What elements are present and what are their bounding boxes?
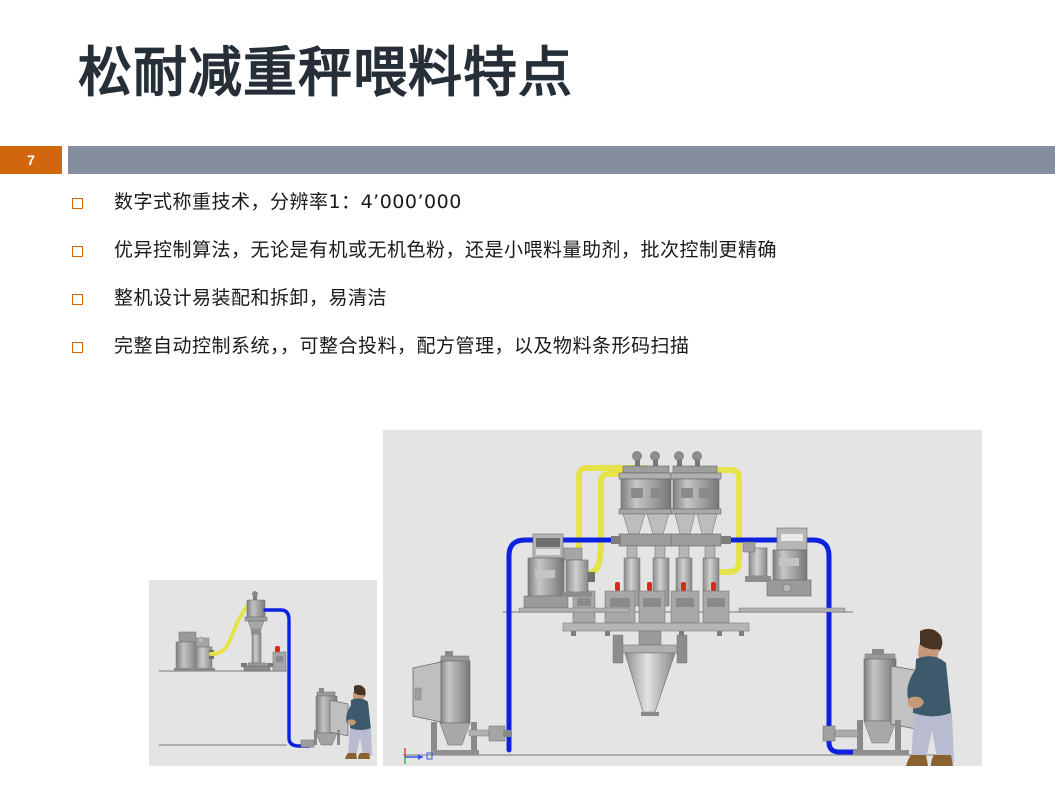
operator-pants bbox=[348, 728, 372, 756]
vacuum-pump-skid-left bbox=[518, 533, 630, 613]
operator-arm bbox=[907, 666, 926, 702]
figure-single-station-render bbox=[149, 580, 377, 766]
list-item-label: 数字式称重技术，分辨率1：4’000’000 bbox=[114, 191, 462, 213]
operator-arm bbox=[346, 704, 356, 724]
list-item-label: 优异控制算法，无论是有机或无机色粉，还是小喂料量助剂，批次控制更精确 bbox=[114, 239, 778, 261]
operator-shirt bbox=[350, 698, 371, 732]
vacuum-pump-unit bbox=[174, 631, 215, 671]
collection-cone bbox=[612, 630, 688, 716]
yellow-vacuum-line-right bbox=[686, 467, 742, 575]
square-bullet-icon bbox=[72, 342, 83, 353]
blue-conveying-main bbox=[506, 537, 860, 755]
operator-hand bbox=[347, 719, 356, 726]
list-item-label: 完整自动控制系统，，可整合投料，配方管理，以及物料条形码扫描 bbox=[114, 335, 690, 357]
operator-hand bbox=[907, 696, 924, 709]
receiver-vessel-left bbox=[611, 451, 681, 559]
feeder-module-5 bbox=[702, 582, 730, 624]
lower-weigh-hopper bbox=[300, 688, 349, 748]
alarm-beacon-icon bbox=[275, 646, 280, 652]
yellow-suction-hose bbox=[209, 600, 255, 656]
slide-number-badge: 7 bbox=[0, 146, 62, 174]
square-bullet-icon bbox=[72, 198, 83, 209]
square-bullet-icon bbox=[72, 246, 83, 257]
operator-shoe bbox=[358, 753, 370, 759]
feeder-module-4 bbox=[670, 582, 700, 624]
page-title: 松耐减重秤喂料特点 bbox=[78, 43, 573, 103]
header-divider-row: 7 bbox=[0, 146, 1055, 174]
operator-figure bbox=[906, 628, 954, 766]
control-cabinet-upper bbox=[272, 646, 287, 672]
multi-station-illustration bbox=[383, 430, 982, 766]
feeder-support-deck bbox=[562, 622, 750, 632]
hopper-access-door bbox=[329, 699, 349, 737]
receiver-vessel-right bbox=[670, 451, 731, 559]
feeder-module-2 bbox=[604, 582, 636, 624]
divider-bar bbox=[68, 146, 1055, 174]
single-station-illustration bbox=[149, 580, 377, 766]
operator-shoe bbox=[345, 753, 357, 759]
ground-hopper-left bbox=[412, 651, 511, 755]
feeder-module-3 bbox=[638, 582, 666, 624]
alarm-beacon-icon bbox=[681, 582, 686, 591]
alarm-beacon-icon bbox=[711, 582, 716, 591]
operator-figure bbox=[345, 685, 372, 759]
alarm-beacon-icon bbox=[615, 582, 620, 591]
list-item: 优异控制算法，无论是有机或无机色粉，还是小喂料量助剂，批次控制更精确 bbox=[72, 238, 1002, 264]
list-item: 整机设计易装配和拆卸，易清洁 bbox=[72, 286, 1002, 312]
coordinate-axis-indicator bbox=[404, 748, 433, 764]
figure-multi-station-render bbox=[383, 430, 982, 766]
list-item: 完整自动控制系统，，可整合投料，配方管理，以及物料条形码扫描 bbox=[72, 334, 1002, 360]
list-item-label: 整机设计易装配和拆卸，易清洁 bbox=[114, 287, 388, 309]
operator-shoe bbox=[931, 755, 953, 766]
alarm-beacon-icon bbox=[647, 582, 652, 591]
blue-conveying-pipe bbox=[263, 608, 311, 748]
vacuum-pump-skid-right bbox=[738, 527, 846, 613]
bullet-list: 数字式称重技术，分辨率1：4’000’000 优异控制算法，无论是有机或无机色粉… bbox=[72, 190, 1002, 382]
list-item: 数字式称重技术，分辨率1：4’000’000 bbox=[72, 190, 1002, 216]
yellow-vacuum-line-left bbox=[576, 465, 648, 577]
hopper-access-door bbox=[412, 661, 442, 723]
operator-shoe bbox=[906, 755, 928, 766]
receiver-filter-column bbox=[241, 591, 273, 672]
operator-pants bbox=[911, 713, 954, 763]
yellow-vacuum-line-mid bbox=[586, 471, 644, 576]
square-bullet-icon bbox=[72, 294, 83, 305]
